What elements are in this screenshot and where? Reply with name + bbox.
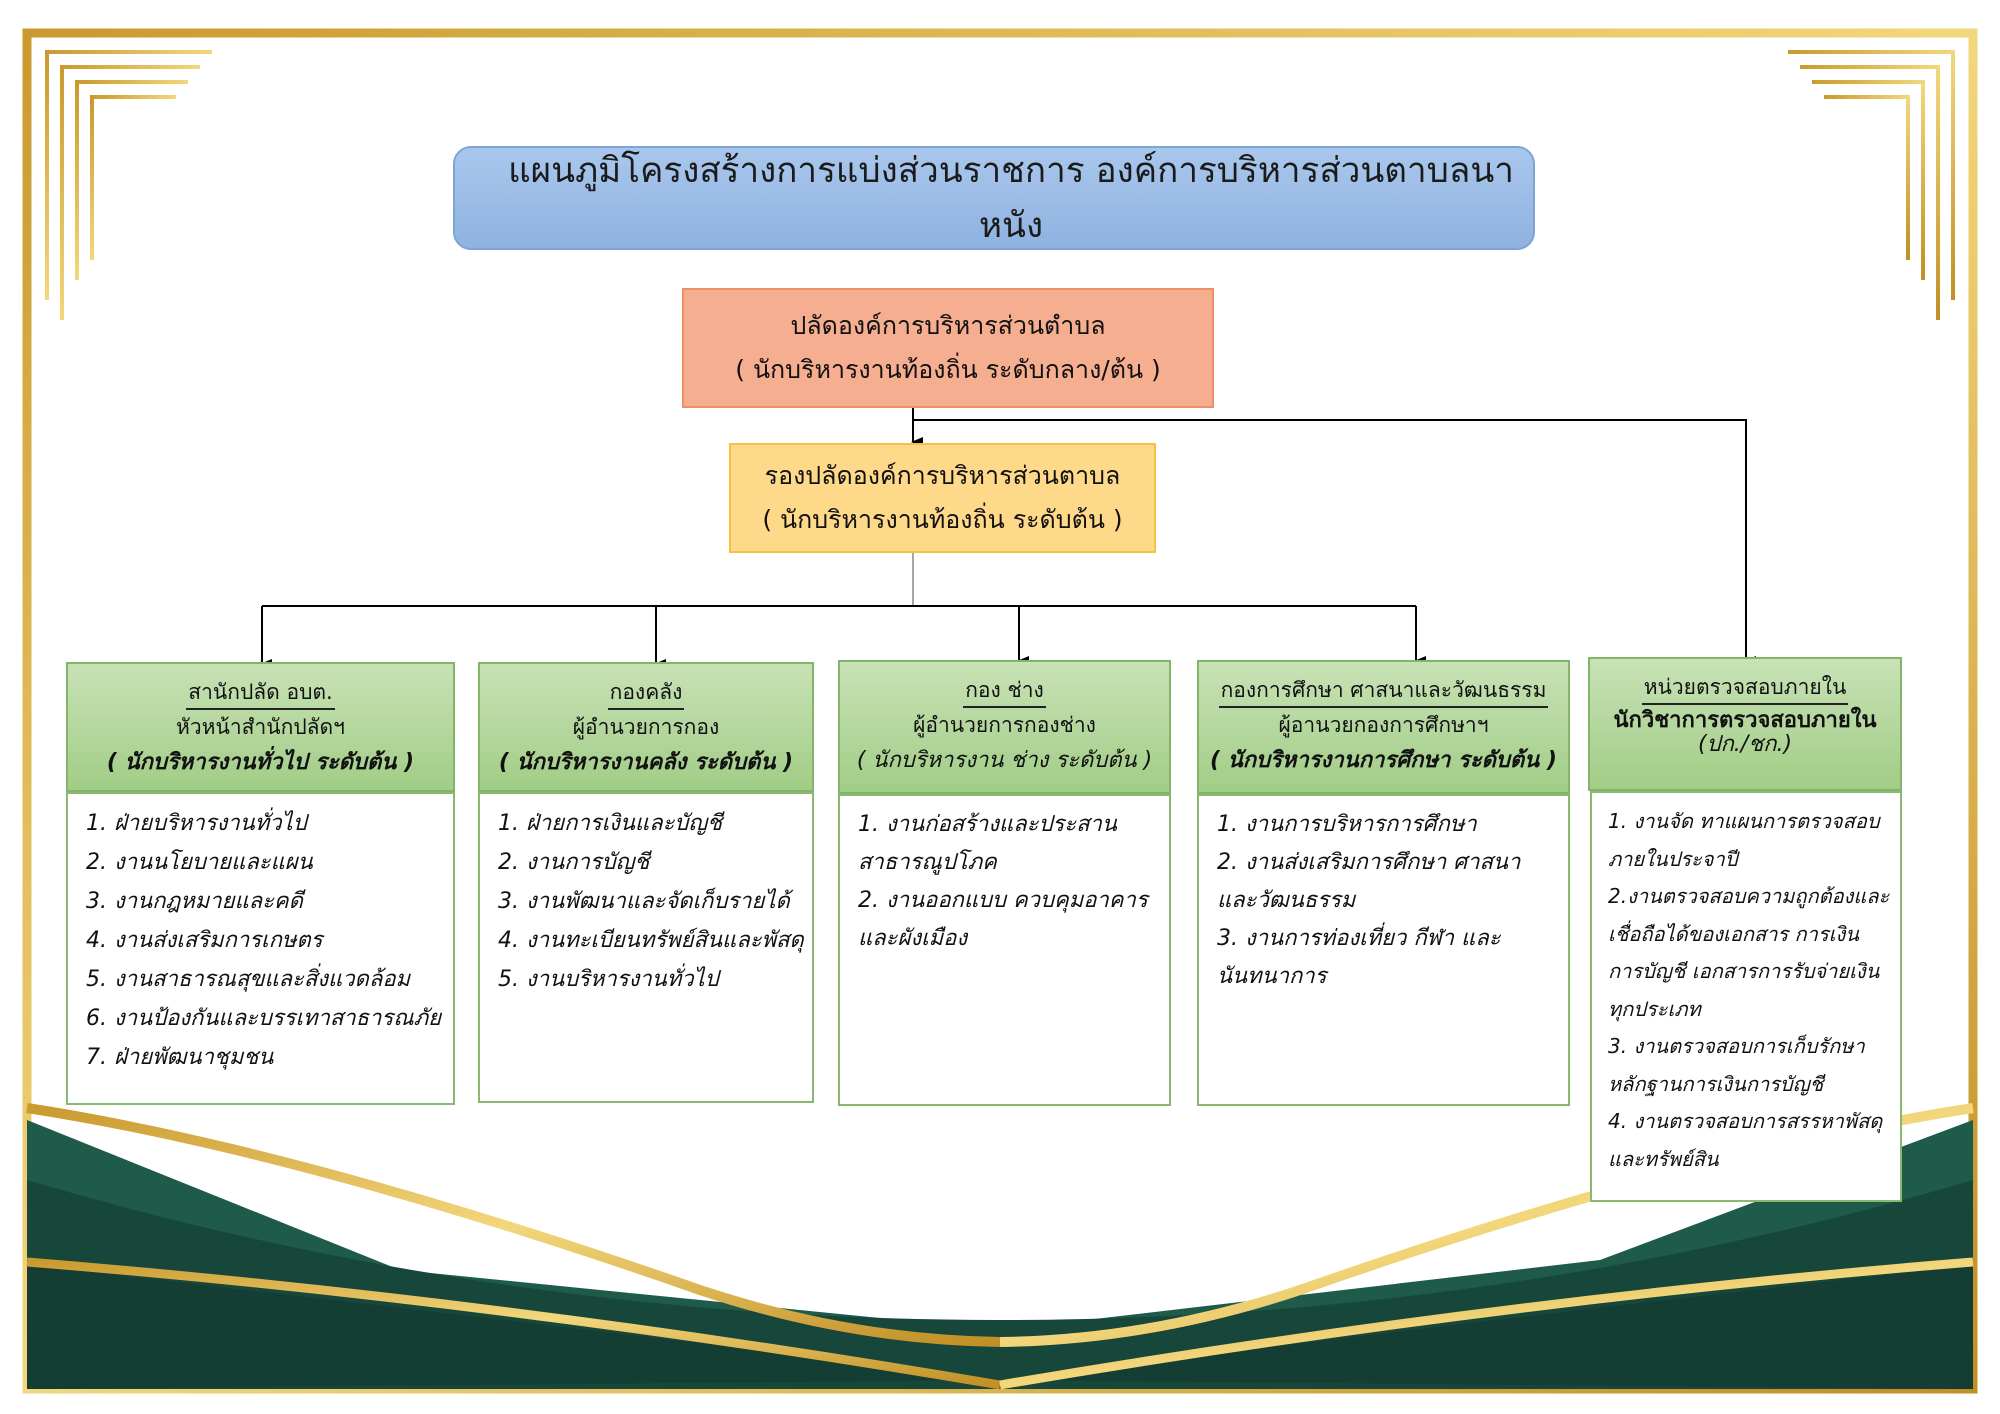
deputy-box: รองปลัดองค์การบริหารส่วนตาบล ( นักบริหาร… [729, 443, 1156, 553]
list-item: 4. งานส่งเสริมการเกษตร [86, 928, 323, 953]
list-item: 5. งานบริหารงานทั่วไป [498, 967, 719, 992]
list-item: 2. งานส่งเสริมการศึกษา ศาสนา และวัฒนธรรม [1217, 850, 1521, 913]
division-name: กองการศึกษา ศาสนาและวัฒนธรรม [1218, 674, 1549, 708]
division-audit-tasks: 1. งานจัด ทาแผนการตรวจสอบภายในประจาปี 2.… [1590, 791, 1902, 1202]
chief-to-audit-arrow [913, 419, 1756, 666]
list-item: 1. งานการบริหารการศึกษา [1217, 812, 1477, 837]
division-level: (ปก./ชก.) [1697, 732, 1793, 757]
division-head: นักวิชาการตรวจสอบภายใน [1613, 708, 1877, 733]
deputy-level: ( นักบริหารงานท้องถิ่น ระดับต้น ) [762, 505, 1123, 534]
list-item: 3. งานการท่องเที่ยว กีฬา และนันทนาการ [1217, 926, 1501, 989]
list-item: 4. งานตรวจสอบการสรรหาพัสดุและทรัพย์สิน [1608, 1109, 1883, 1171]
chief-title: ปลัดองค์การบริหารส่วนตำบล [790, 311, 1106, 340]
list-item: 1. ฝ่ายบริหารงานทั่วไป [86, 811, 307, 836]
list-item: 3. งานกฎหมายและคดี [86, 889, 303, 914]
division-office-header: สานักปลัด อบต. หัวหน้าสำนักปลัดฯ ( นักบร… [66, 662, 455, 792]
list-item: 7. ฝ่ายพัฒนาชุมชน [86, 1045, 274, 1070]
chief-box: ปลัดองค์การบริหารส่วนตำบล ( นักบริหารงาน… [682, 288, 1214, 408]
division-level: ( นักบริหารงานคลัง ระดับต้น ) [498, 750, 794, 775]
division-engineering-tasks: 1. งานก่อสร้างและประสาน สาธารณูปโภค 2. ง… [838, 794, 1171, 1106]
division-head: ผู้อำนวยการกอง [572, 715, 720, 739]
chart-title-box: แผนภูมิโครงสร้างการแบ่งส่วนราชการ องค์กา… [453, 146, 1535, 250]
list-item: 1. งานจัด ทาแผนการตรวจสอบภายในประจาปี [1608, 809, 1880, 871]
division-education-tasks: 1. งานการบริหารการศึกษา 2. งานส่งเสริมกา… [1197, 794, 1570, 1106]
division-head: ผู้อานวยกองการศึกษาฯ [1278, 713, 1489, 737]
division-name: กอง ช่าง [963, 674, 1046, 708]
list-item: 2. งานการบัญชี [498, 850, 650, 875]
division-name: สานักปลัด อบต. [186, 676, 335, 710]
division-level: ( นักบริหารงานการศึกษา ระดับต้น ) [1210, 748, 1557, 773]
division-head: หัวหน้าสำนักปลัดฯ [176, 715, 345, 739]
list-item: 6. งานป้องกันและบรรเทาสาธารณภัย [86, 1006, 442, 1031]
division-level: ( นักบริหารงานทั่วไป ระดับต้น ) [106, 750, 415, 775]
list-item: 3. งานตรวจสอบการเก็บรักษาหลักฐานการเงินก… [1608, 1034, 1865, 1096]
division-level: ( นักบริหารงาน ช่าง ระดับต้น ) [856, 748, 1153, 773]
list-item: 5. งานสาธารณสุขและสิ่งแวดล้อม [86, 967, 411, 992]
division-office-tasks: 1. ฝ่ายบริหารงานทั่วไป 2. งานนโยบายและแผ… [66, 792, 455, 1105]
division-finance-tasks: 1. ฝ่ายการเงินและบัญชี 2. งานการบัญชี 3.… [478, 792, 814, 1103]
division-head: ผู้อำนวยการกองช่าง [913, 713, 1096, 737]
list-item: 2. งานออกแบบ ควบคุมอาคาร และผังเมือง [858, 888, 1148, 951]
division-finance-header: กองคลัง ผู้อำนวยการกอง ( นักบริหารงานคลั… [478, 662, 814, 792]
list-item: 4. งานทะเบียนทรัพย์สินและพัสดุ [498, 928, 804, 953]
deputy-title: รองปลัดองค์การบริหารส่วนตาบล [764, 461, 1121, 490]
list-item: 3. งานพัฒนาและจัดเก็บรายได้ [498, 889, 790, 914]
division-audit-header: หน่วยตรวจสอบภายใน นักวิชาการตรวจสอบภายใน… [1588, 657, 1902, 791]
list-item: 2.งานตรวจสอบความถูกต้องและเชื่อถือได้ของ… [1608, 884, 1890, 1021]
division-engineering-header: กอง ช่าง ผู้อำนวยการกองช่าง ( นักบริหารง… [838, 660, 1171, 794]
chart-title: แผนภูมิโครงสร้างการแบ่งส่วนราชการ องค์กา… [508, 151, 1514, 246]
list-item: 1. งานก่อสร้างและประสาน สาธารณูปโภค [858, 812, 1117, 875]
chief-level: ( นักบริหารงานท้องถิ่น ระดับกลาง/ต้น ) [735, 355, 1161, 384]
list-item: 2. งานนโยบายและแผน [86, 850, 313, 875]
list-item: 1. ฝ่ายการเงินและบัญชี [498, 811, 723, 836]
division-name: กองคลัง [607, 676, 685, 710]
division-education-header: กองการศึกษา ศาสนาและวัฒนธรรม ผู้อานวยกอง… [1197, 660, 1570, 794]
division-name: หน่วยตรวจสอบภายใน [1641, 671, 1849, 705]
